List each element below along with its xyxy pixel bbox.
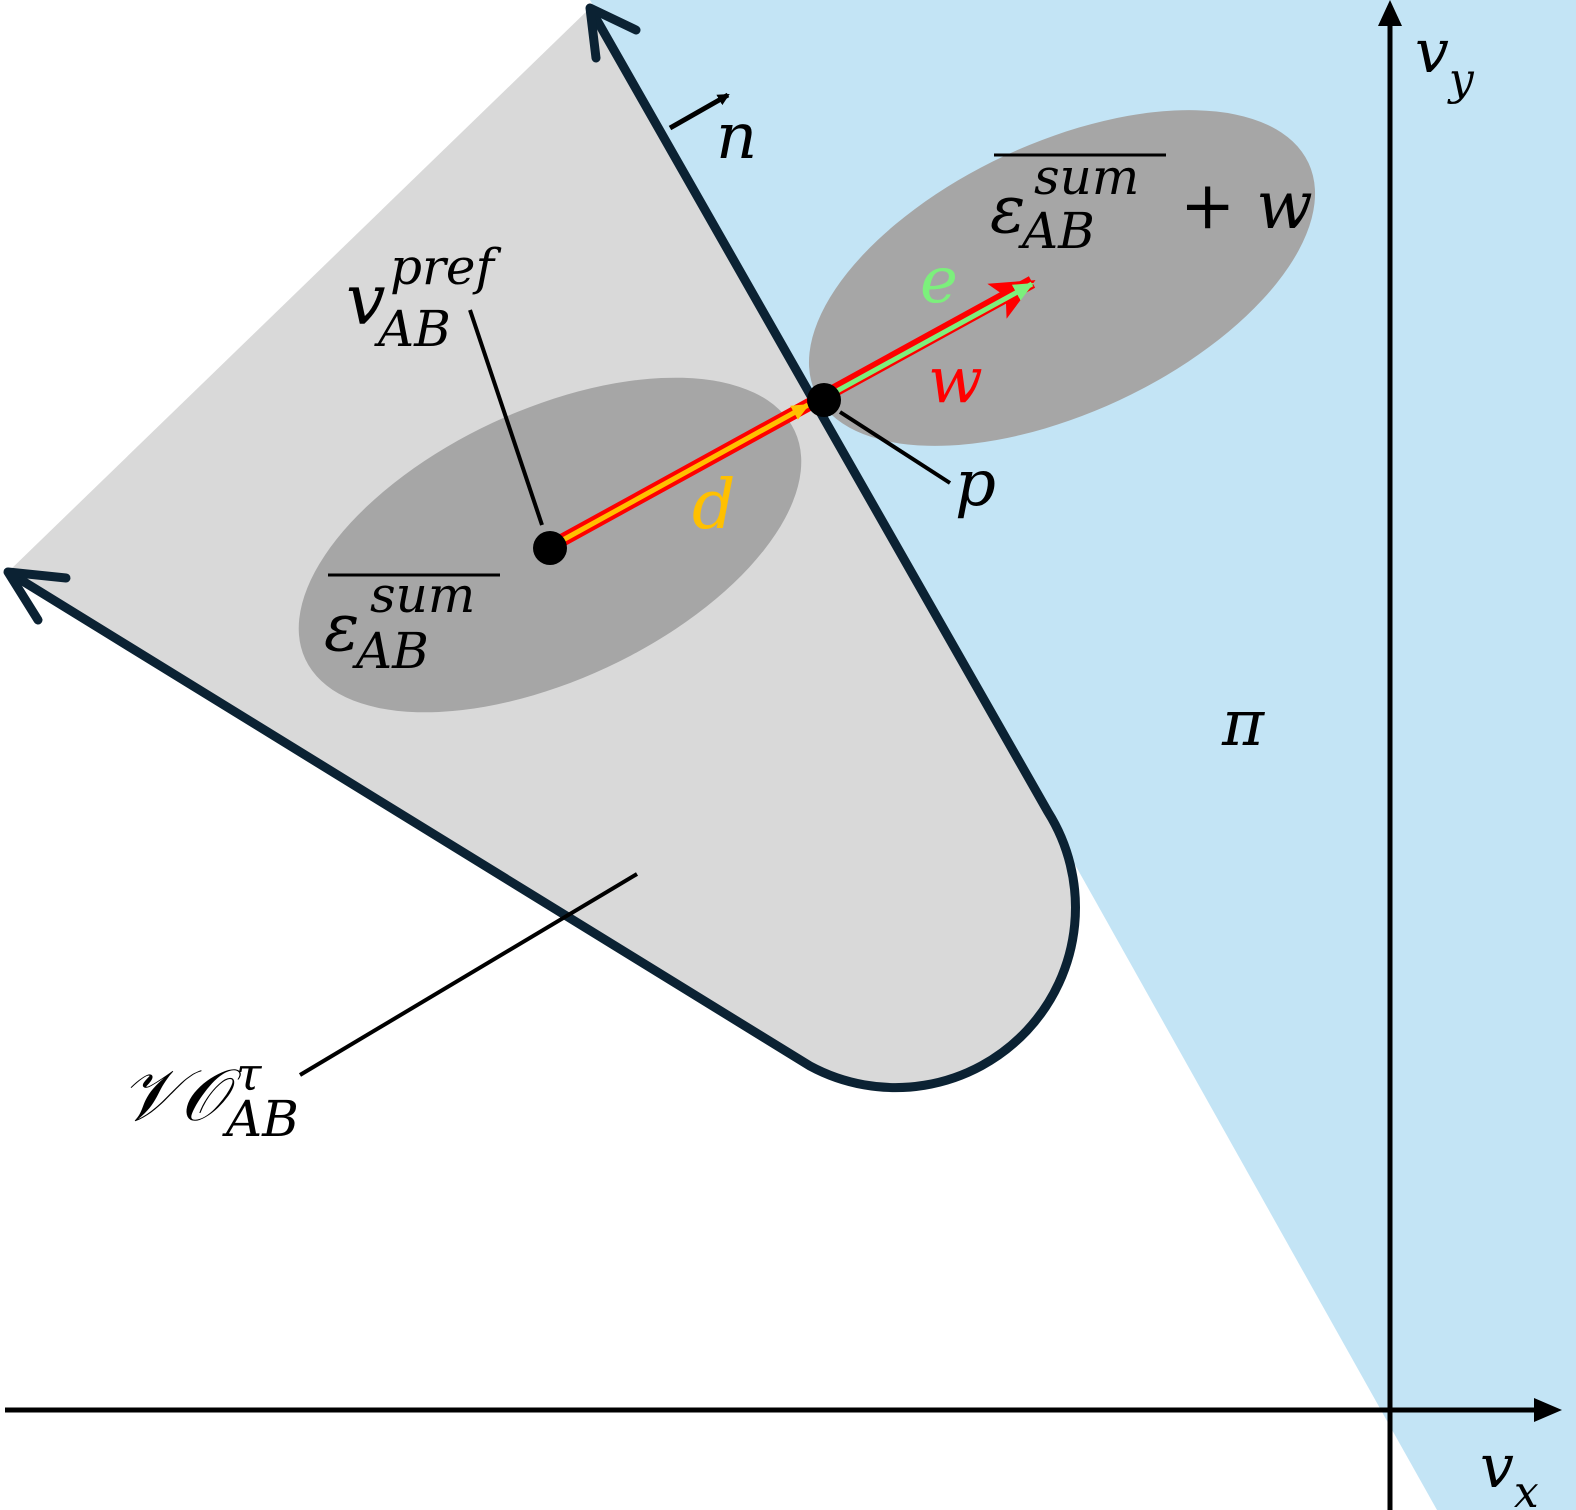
point-vpref xyxy=(533,531,567,565)
vo-boundary-arrowhead-top xyxy=(585,3,641,63)
label-vo-base: 𝒱𝒪 xyxy=(120,1053,242,1137)
vy-axis-arrowhead xyxy=(1378,0,1402,26)
label-vy: vy xyxy=(1415,17,1475,105)
label-eps-sum-w-sub: AB xyxy=(1018,202,1095,260)
point-p xyxy=(807,383,841,417)
leader-vpref xyxy=(468,309,544,526)
label-eps-sum-w-suffix: + w xyxy=(1180,167,1313,244)
vo-boundary-arrowhead-left xyxy=(3,567,71,625)
label-w: w xyxy=(928,344,983,418)
leader-vo xyxy=(298,872,639,1077)
label-e: e xyxy=(920,244,958,318)
label-vo-sub: AB xyxy=(222,1090,299,1148)
label-p: p xyxy=(955,447,996,521)
label-vpref-sub: AB xyxy=(374,300,451,358)
label-eps-sum-sup: sum xyxy=(370,566,475,624)
vector-e xyxy=(824,281,1034,400)
normal-vector-n xyxy=(668,92,730,131)
label-eps-sum-sub: AB xyxy=(352,622,429,680)
vx-axis-arrowhead xyxy=(1534,1398,1562,1422)
label-d: d xyxy=(692,466,736,545)
label-n: n xyxy=(716,100,757,174)
uncertainty-ellipse-shifted xyxy=(808,110,1316,446)
label-vx: vx xyxy=(1480,1432,1539,1510)
vector-d xyxy=(550,402,810,549)
label-vpref-base: v xyxy=(346,259,386,341)
label-eps-sum-w-base: ε xyxy=(990,171,1025,248)
label-eps-sum-w-sup: sum xyxy=(1034,148,1139,206)
label-vpref-sup: pref xyxy=(390,238,501,296)
leader-p xyxy=(838,410,952,485)
label-eps-sum-base: ε xyxy=(324,589,359,666)
label-vo-sup: τ xyxy=(236,1047,263,1101)
label-pi: π xyxy=(1221,687,1265,761)
vo-boundary xyxy=(5,5,1080,1093)
